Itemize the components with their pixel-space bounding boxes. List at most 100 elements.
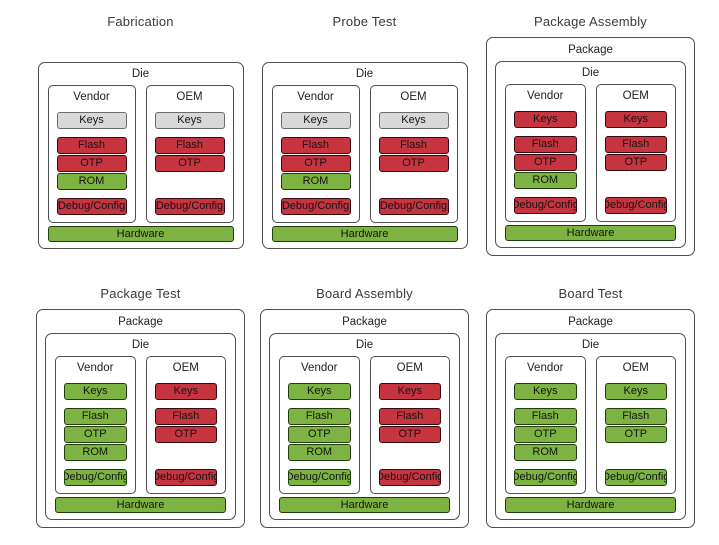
die-label: Die	[131, 68, 150, 80]
vendor-label: Vendor	[297, 91, 334, 103]
package-label: Package	[118, 316, 163, 328]
rom-box: ROM	[56, 173, 127, 190]
hardware-bar: Hardware	[47, 226, 234, 242]
oem-label: OEM	[396, 362, 423, 374]
debug-config-box: Debug/Config	[604, 469, 667, 486]
otp-box: OTP	[514, 154, 577, 171]
keys-box: Keys	[56, 112, 127, 129]
debug-config-box: Debug/Config	[64, 469, 127, 486]
otp-box: OTP	[378, 155, 449, 172]
flash-box: Flash	[378, 408, 441, 425]
oem-label: OEM	[172, 362, 199, 374]
otp-box: OTP	[56, 155, 127, 172]
otp-box: OTP	[514, 426, 577, 443]
stage-title: Package Test	[100, 286, 181, 301]
debug-config-box: Debug/Config	[378, 198, 449, 215]
die-label: Die	[581, 67, 600, 79]
debug-config-box: Debug/Config	[280, 198, 351, 215]
hardware-bar: Hardware	[505, 497, 676, 513]
package-label: Package	[342, 316, 387, 328]
flash-box: Flash	[288, 408, 351, 425]
die-label: Die	[131, 339, 150, 351]
hardware-bar: Hardware	[55, 497, 226, 513]
keys-box: Keys	[604, 111, 667, 128]
stage-title: Fabrication	[107, 14, 174, 29]
vendor-label: Vendor	[301, 362, 338, 374]
flash-box: Flash	[604, 408, 667, 425]
flash-box: Flash	[604, 136, 667, 153]
hardware-bar: Hardware	[271, 226, 458, 242]
otp-box: OTP	[604, 426, 667, 443]
debug-config-box: Debug/Config	[514, 469, 577, 486]
oem-label: OEM	[622, 362, 649, 374]
flash-box: Flash	[64, 408, 127, 425]
keys-box: Keys	[604, 383, 667, 400]
rom-box: ROM	[280, 173, 351, 190]
debug-config-box: Debug/Config	[56, 198, 127, 215]
rom-box: ROM	[288, 444, 351, 461]
flash-box: Flash	[280, 137, 351, 154]
otp-box: OTP	[280, 155, 351, 172]
oem-label: OEM	[400, 91, 427, 103]
keys-box: Keys	[378, 112, 449, 129]
flash-box: Flash	[56, 137, 127, 154]
flash-box: Flash	[154, 408, 217, 425]
keys-box: Keys	[288, 383, 351, 400]
otp-box: OTP	[154, 426, 217, 443]
vendor-label: Vendor	[527, 362, 564, 374]
vendor-label: Vendor	[527, 90, 564, 102]
debug-config-box: Debug/Config	[154, 469, 217, 486]
otp-box: OTP	[288, 426, 351, 443]
otp-box: OTP	[64, 426, 127, 443]
debug-config-box: Debug/Config	[604, 197, 667, 214]
keys-box: Keys	[154, 383, 217, 400]
flash-box: Flash	[514, 136, 577, 153]
stage-title: Probe Test	[332, 14, 397, 29]
flash-box: Flash	[154, 137, 225, 154]
keys-box: Keys	[154, 112, 225, 129]
hardware-bar: Hardware	[279, 497, 450, 513]
otp-box: OTP	[604, 154, 667, 171]
die-label: Die	[581, 339, 600, 351]
flash-box: Flash	[378, 137, 449, 154]
oem-label: OEM	[622, 90, 649, 102]
keys-box: Keys	[514, 383, 577, 400]
vendor-label: Vendor	[73, 91, 110, 103]
package-label: Package	[568, 44, 613, 56]
keys-box: Keys	[514, 111, 577, 128]
otp-box: OTP	[154, 155, 225, 172]
stage-title: Board Assembly	[316, 286, 413, 301]
flash-box: Flash	[514, 408, 577, 425]
debug-config-box: Debug/Config	[288, 469, 351, 486]
die-label: Die	[355, 68, 374, 80]
oem-label: OEM	[176, 91, 203, 103]
